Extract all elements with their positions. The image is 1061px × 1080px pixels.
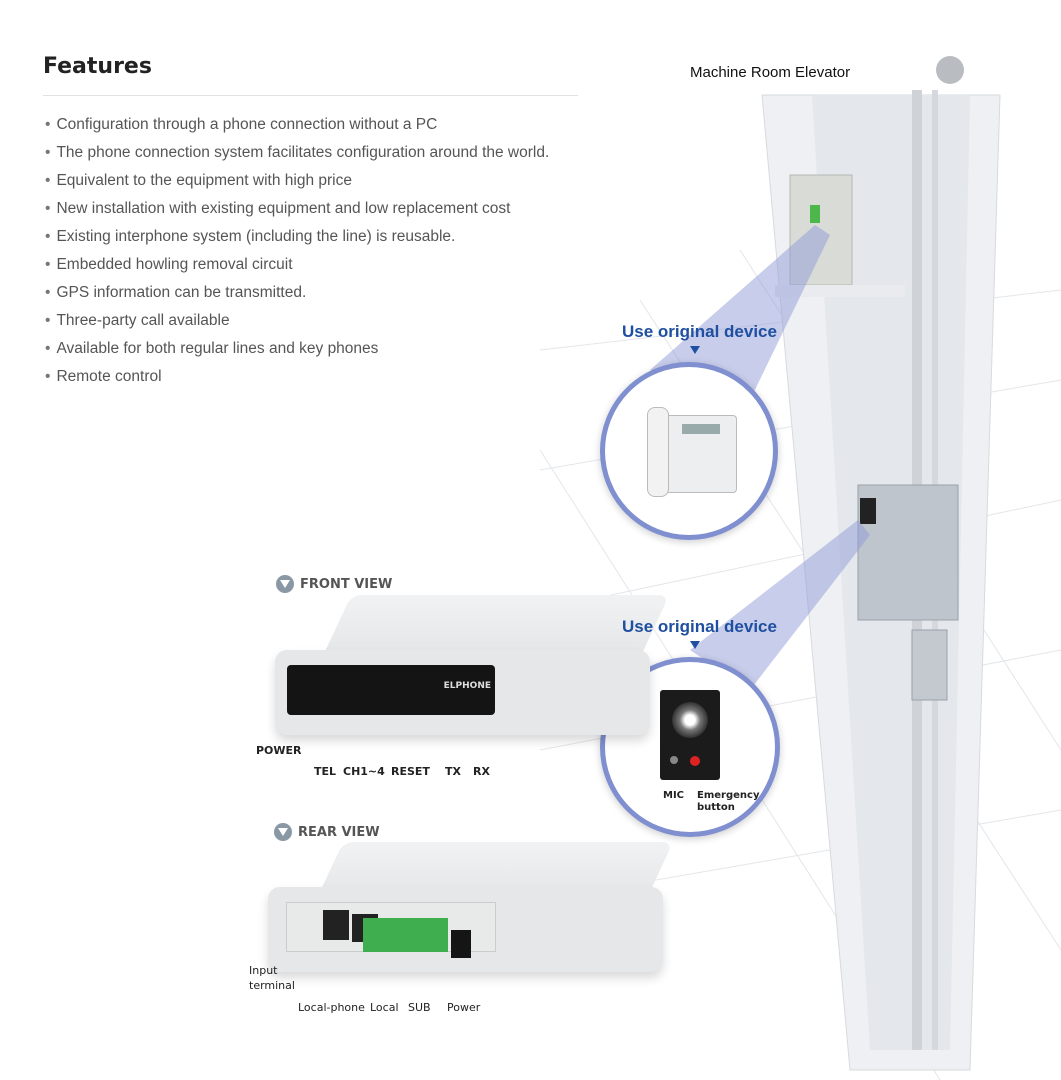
elevator-title: Machine Room Elevator [690,64,851,81]
down-arrow-icon [690,641,700,649]
callout-intercom: Use original device [622,617,777,636]
rear-view-label: REAR VIEW [298,824,380,840]
feature-item: The phone connection system facilitates … [45,143,549,171]
front-device: ELPHONE [275,595,670,735]
callout-phone: Use original device [622,322,777,341]
input-terminal-label: Input terminal [249,964,295,992]
handset-icon [647,407,669,497]
phone-circle [600,362,778,540]
feature-item: New installation with existing equipment… [45,199,549,227]
divider [43,95,578,96]
rear-device [268,842,674,972]
triangle-icon [276,575,294,593]
triangle-icon [274,823,292,841]
sub-label: SUB [408,1001,431,1014]
front-view-label: FRONT VIEW [300,576,393,592]
mic-icon [670,756,678,764]
reset-label: RESET [391,765,430,778]
feature-item: Configuration through a phone connection… [45,115,549,143]
feature-item: Three-party call available [45,311,549,339]
power-led-label: POWER [256,744,302,757]
local-phone-label: Local-phone [298,1001,365,1014]
intercom-device [660,690,720,780]
front-panel: ELPHONE [287,665,495,715]
emergency-label: Emergency button [697,790,760,813]
feature-item: GPS information can be transmitted. [45,283,549,311]
telephone-icon [665,415,737,493]
emergency-button[interactable] [690,756,700,766]
feature-item: Embedded howling removal circuit [45,255,549,283]
rx-label: RX [473,765,490,778]
local-label: Local [370,1001,399,1014]
ch-led-label: CH1~4 [343,765,385,778]
feature-item: Available for both regular lines and key… [45,339,549,367]
tx-label: TX [445,765,461,778]
features-title: Features [43,54,152,79]
feature-item: Existing interphone system (including th… [45,227,549,255]
front-view-heading: FRONT VIEW [276,575,392,593]
elevator-illustration [540,56,1061,1080]
feature-item: Equivalent to the equipment with high pr… [45,171,549,199]
brand-label: ELPHONE [443,681,491,691]
mic-label: MIC [663,790,685,801]
tel-led-label: TEL [314,765,337,778]
features-list: Configuration through a phone connection… [45,115,549,395]
speaker-icon [672,702,708,738]
feature-item: Remote control [45,367,549,395]
rear-view-heading: REAR VIEW [274,823,380,841]
power-jack-label: Power [447,1001,481,1014]
down-arrow-icon [690,346,700,354]
